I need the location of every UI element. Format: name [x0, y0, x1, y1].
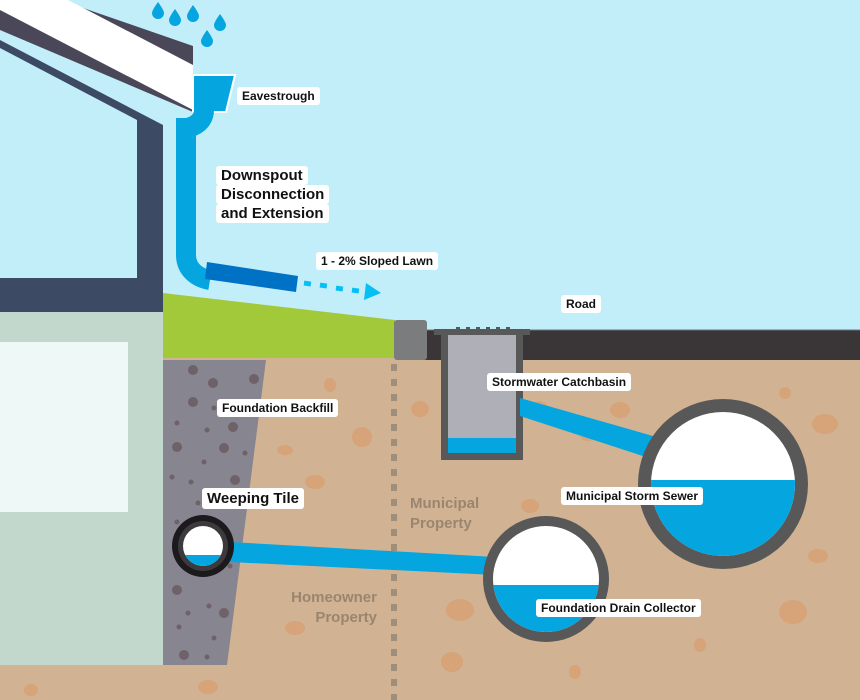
sloped-lawn: [163, 293, 395, 358]
house-frame: [0, 0, 193, 312]
dotted-arrow-icon: [303, 280, 381, 300]
raindrop-icon: [152, 2, 226, 47]
downspout: [176, 74, 298, 292]
downspout-label-line-2: Disconnection: [216, 185, 330, 204]
municipal-storm-sewer-label: Municipal Storm Sewer: [561, 487, 704, 505]
house-basement-window: [0, 342, 128, 512]
backfill-stones: [169, 365, 259, 660]
sloped-lawn-label: 1 - 2% Sloped Lawn: [316, 252, 439, 270]
weeping-tile-label: Weeping Tile: [202, 488, 304, 509]
municipal-property-zone: Municipal Property: [410, 494, 479, 534]
foundation-drain-collector-label: Foundation Drain Collector: [536, 599, 701, 617]
homeowner-zone-line-2: Property: [315, 609, 377, 626]
foundation-backfill: [163, 360, 266, 665]
foundation-backfill-label: Foundation Backfill: [217, 399, 339, 417]
homeowner-property-zone: Homeowner Property: [280, 588, 377, 628]
eavestrough: [192, 74, 237, 113]
road-label: Road: [561, 295, 601, 313]
soil-rocks: [24, 378, 838, 696]
municipal-zone-line-2: Property: [410, 515, 472, 532]
eavestrough-label: Eavestrough: [237, 87, 320, 105]
downspout-label-line-1: Downspout: [216, 166, 308, 185]
municipal-zone-line-1: Municipal: [410, 495, 480, 512]
homeowner-zone-line-1: Homeowner: [291, 589, 377, 606]
weeping-tile-pipe: [230, 542, 495, 575]
downspout-label: Downspout Disconnection and Extension: [216, 166, 330, 223]
downspout-extension: [205, 262, 298, 292]
weeping-tile: [172, 515, 234, 577]
stormwater-catchbasin-label: Stormwater Catchbasin: [487, 373, 632, 391]
curb: [394, 320, 427, 360]
downspout-label-line-3: and Extension: [216, 204, 329, 223]
stormwater-catchbasin: [434, 327, 530, 460]
catchbasin-pipe: [520, 398, 660, 460]
